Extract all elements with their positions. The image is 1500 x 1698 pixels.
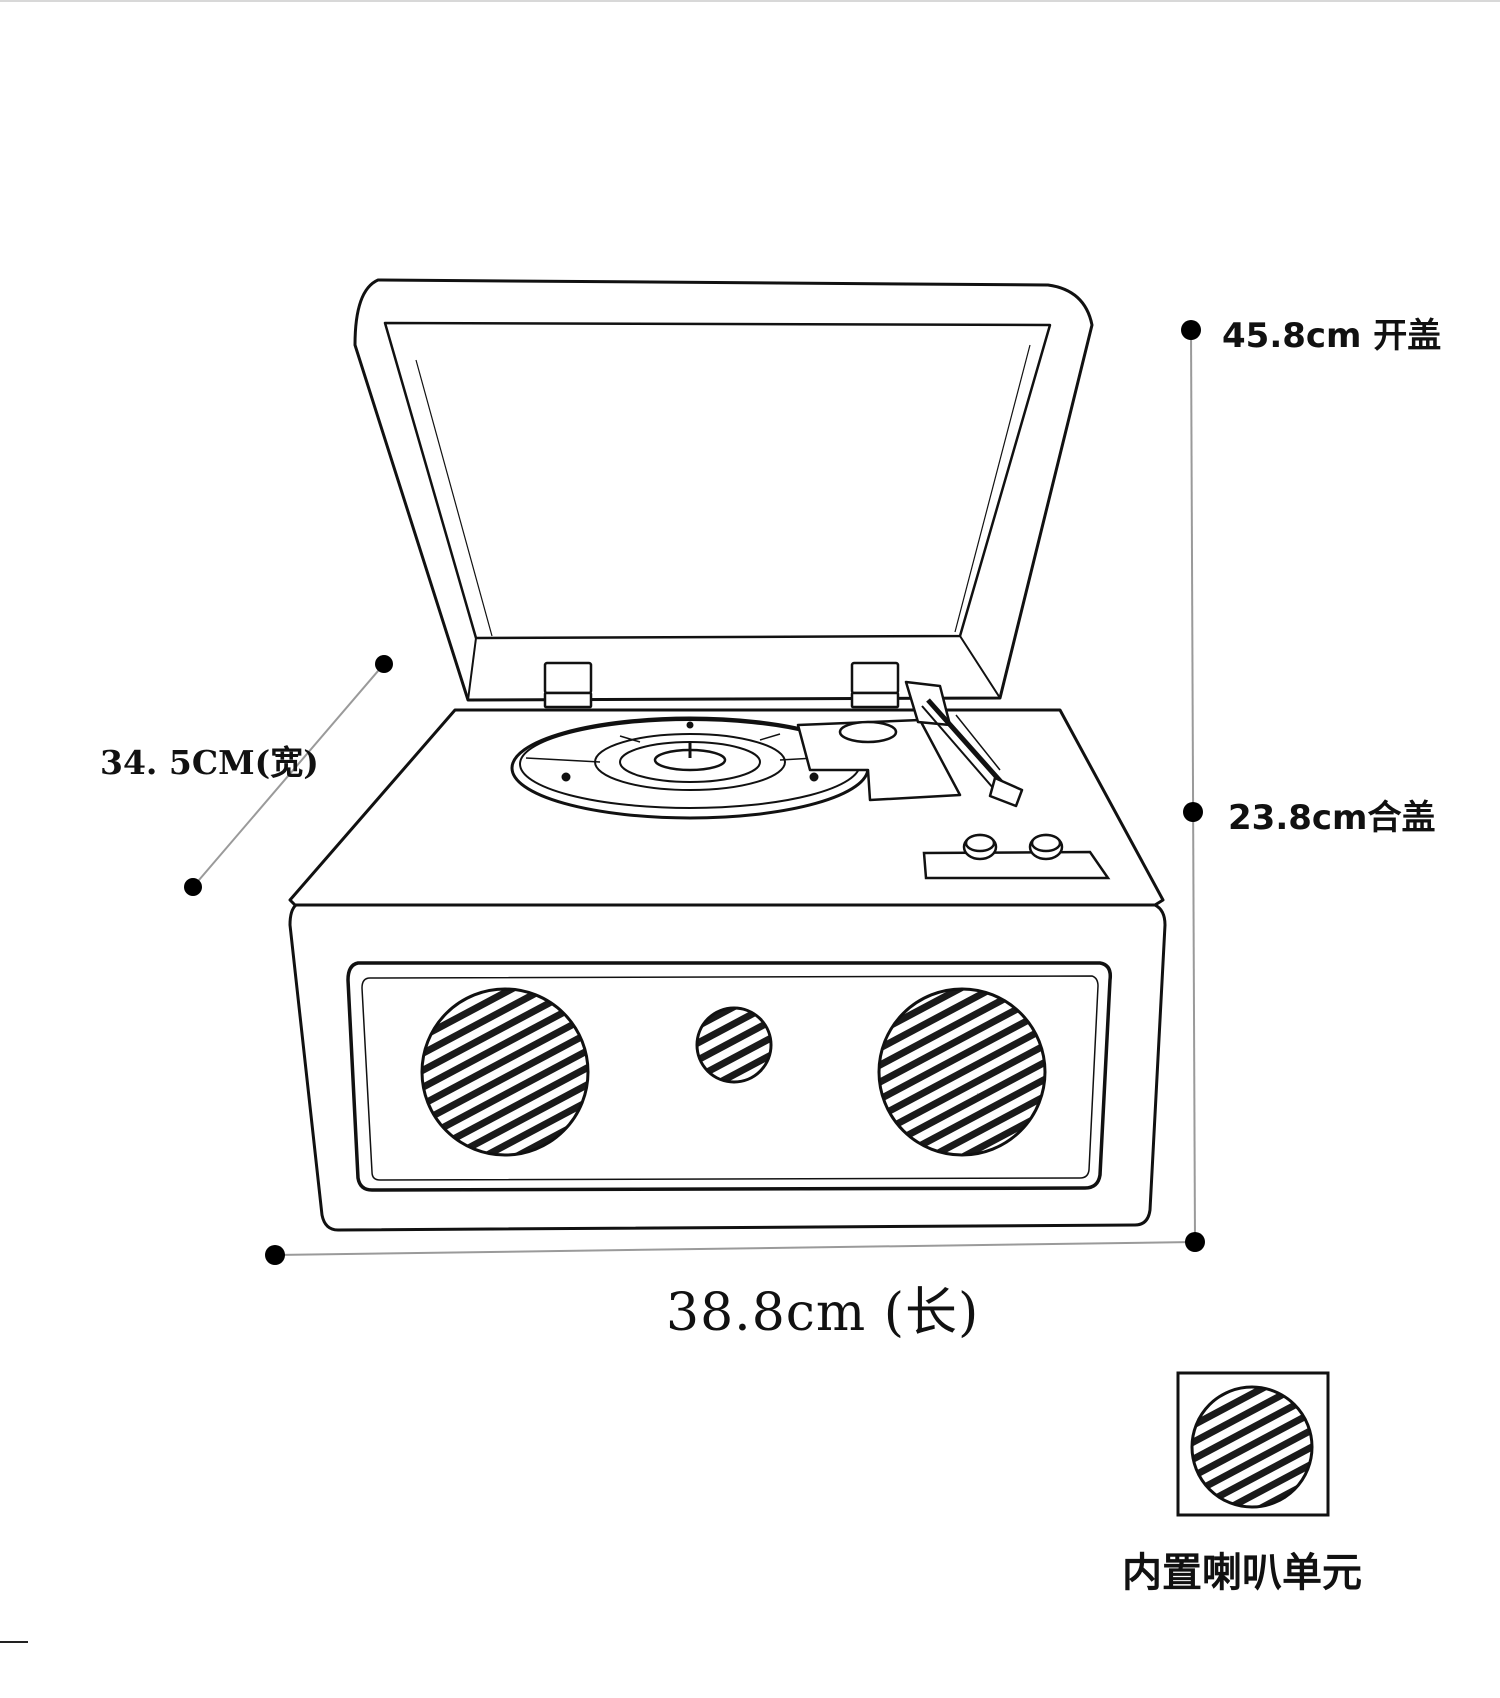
lid xyxy=(353,278,1094,702)
length-dimension-line xyxy=(274,1241,1196,1256)
tonearm xyxy=(796,680,1024,808)
speaker-grille-icon xyxy=(1192,1387,1312,1507)
legend-label: 内置喇叭单元 xyxy=(1122,1550,1362,1596)
height-open-label: 45.8cm 开盖 xyxy=(1222,316,1442,356)
lid-hinges xyxy=(543,661,900,709)
legend-box xyxy=(1176,1371,1330,1517)
control-panel xyxy=(922,833,1111,880)
speaker-grilles xyxy=(420,987,1047,1157)
dimension-lines xyxy=(192,329,1196,1256)
top-border xyxy=(0,0,1500,2)
width-dimension-line xyxy=(192,663,385,888)
dimension-dots xyxy=(184,320,1205,1265)
height-closed-label: 23.8cm合盖 xyxy=(1228,798,1436,838)
length-label: 38.8cm (长) xyxy=(666,1283,980,1343)
width-label: 34. 5CM(宽) xyxy=(100,743,319,782)
turntable-platter xyxy=(510,716,870,820)
height-dimension-line xyxy=(1190,329,1196,1244)
corner-mark xyxy=(0,1641,28,1643)
